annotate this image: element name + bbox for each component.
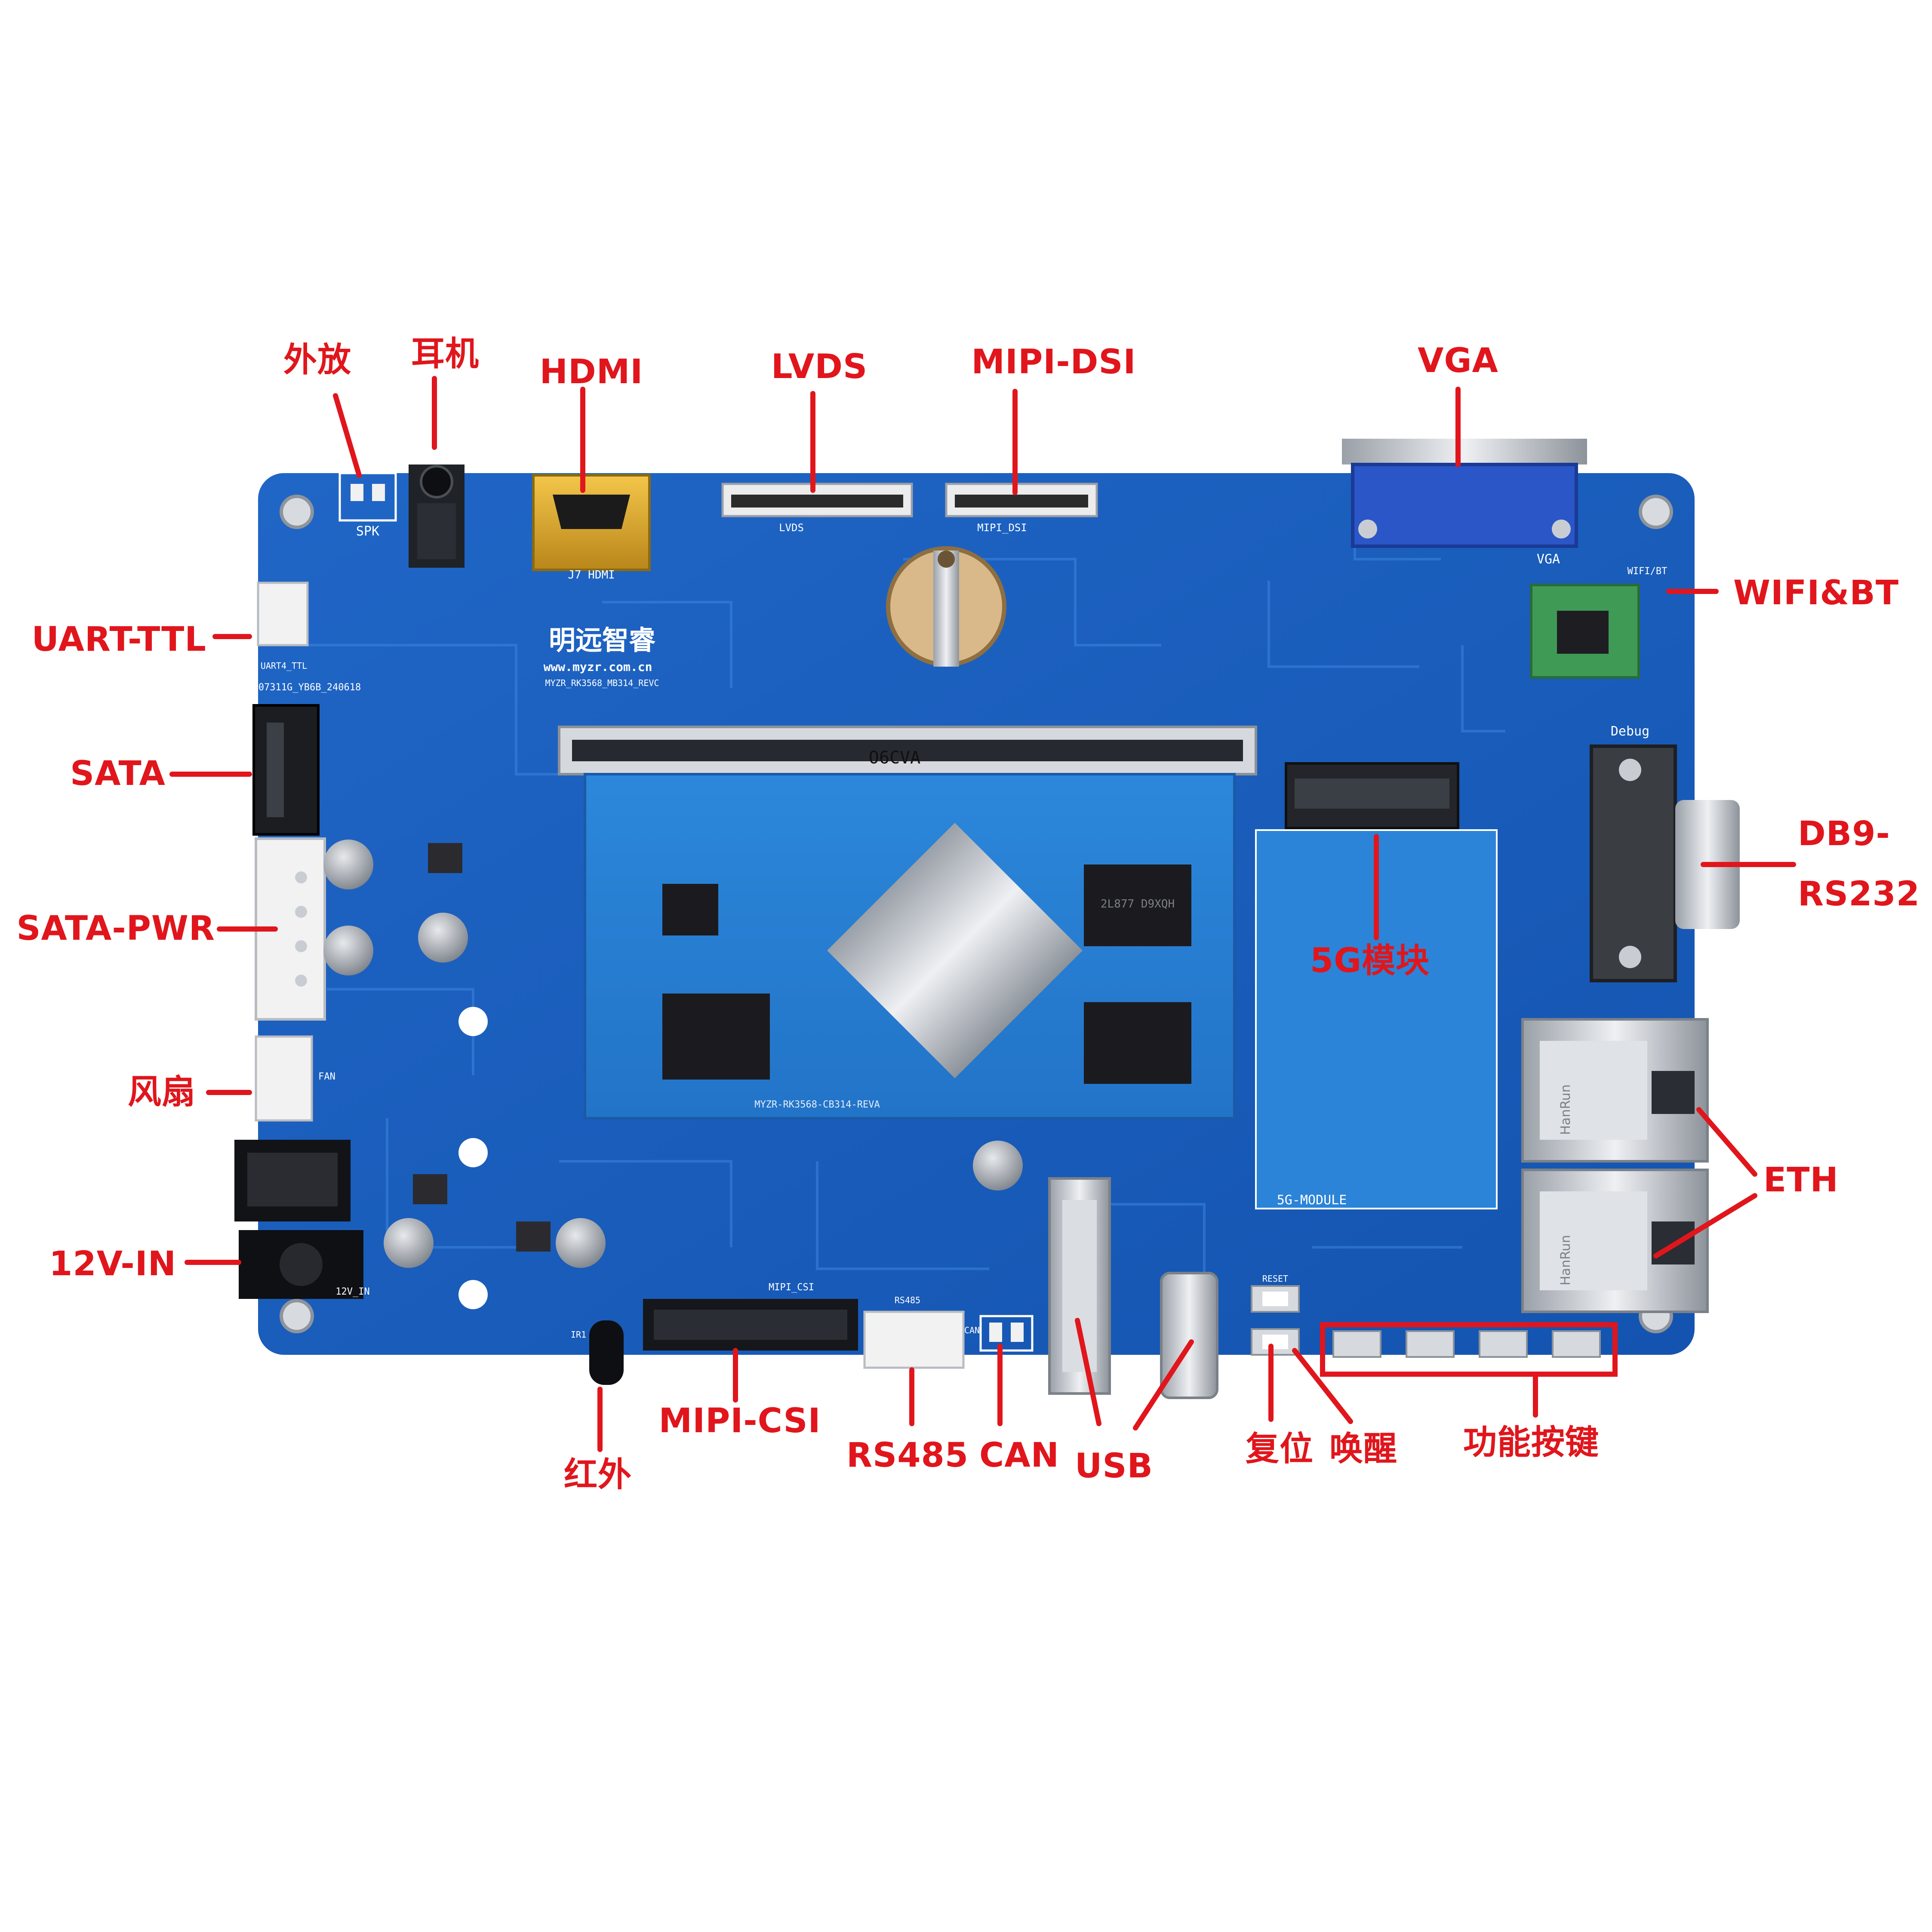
function-button-1[interactable] bbox=[1332, 1330, 1381, 1358]
board-logo: 明远智睿 www.myzr.com.cn MYZR_RK3568_MB314_R… bbox=[544, 625, 659, 688]
silk-date: 07311G_YB6B_240618 bbox=[258, 682, 361, 693]
5g-module-area: 5G-MODULE bbox=[1255, 762, 1498, 1209]
wifi-bt-module: WIFI/BT bbox=[1530, 566, 1667, 679]
callout-function-keys: 功能按键 bbox=[1463, 1423, 1600, 1462]
vga-connector: VGA bbox=[1342, 439, 1587, 567]
som-slot: O6CVA bbox=[558, 726, 1257, 775]
dc-jack: 12V_IN bbox=[239, 1230, 370, 1299]
power-switch bbox=[234, 1140, 351, 1221]
silk-mipi-dsi: MIPI_DSI bbox=[977, 522, 1027, 534]
callout-can: CAN bbox=[979, 1436, 1059, 1475]
sata-connector bbox=[252, 704, 320, 836]
earphone-jack bbox=[409, 465, 465, 568]
silk-reset: RESET bbox=[1262, 1274, 1288, 1284]
callout-mipi-csi: MIPI-CSI bbox=[658, 1402, 821, 1440]
silk-12v-in: 12V_IN bbox=[335, 1286, 369, 1297]
usb-connector-a bbox=[1048, 1177, 1111, 1395]
function-keys-box bbox=[1320, 1322, 1618, 1377]
silk-wifi: WIFI/BT bbox=[1627, 566, 1667, 577]
silk-debug: Debug bbox=[1611, 724, 1649, 739]
silk-board-id: MYZR_RK3568_MB314_REVC bbox=[545, 678, 659, 688]
callout-lvds: LVDS bbox=[771, 348, 868, 386]
silk-ir: IR1 bbox=[571, 1329, 586, 1340]
db9-connector: Debug bbox=[1590, 724, 1740, 982]
coin-cell-holder bbox=[886, 546, 1006, 667]
callout-infrared: 红外 bbox=[563, 1455, 632, 1494]
function-button-2[interactable] bbox=[1406, 1330, 1455, 1358]
silk-hdmi: J7 HDMI bbox=[568, 569, 615, 581]
silk-url: www.myzr.com.cn bbox=[544, 660, 652, 674]
mipi-csi-header: MIPI_CSI bbox=[643, 1282, 858, 1351]
callout-5g-module: 5G模块 bbox=[1310, 941, 1430, 980]
uart-ttl-header: UART4_TTL 07311G_YB6B_240618 bbox=[257, 581, 361, 693]
callout-db9-line2: RS232 bbox=[1798, 875, 1920, 914]
callout-sata-pwr: SATA-PWR bbox=[16, 909, 215, 948]
reset-button[interactable]: RESET bbox=[1251, 1274, 1300, 1313]
som-module: 2L877 D9XQH MYZR-RK3568-CB314-REVA bbox=[584, 773, 1236, 1120]
wake-button[interactable] bbox=[1251, 1328, 1300, 1356]
silk-spk: SPK bbox=[356, 524, 379, 539]
speaker-connector: SPK bbox=[338, 472, 397, 539]
callout-mipi-dsi: MIPI-DSI bbox=[971, 343, 1136, 381]
callout-12v-in: 12V-IN bbox=[49, 1245, 176, 1283]
function-button-3[interactable] bbox=[1479, 1330, 1528, 1358]
lvds-connector: LVDS bbox=[721, 483, 913, 534]
fan-connector: FAN bbox=[255, 1035, 335, 1122]
ir-receiver: IR1 bbox=[571, 1320, 624, 1385]
silk-vga: VGA bbox=[1537, 552, 1560, 567]
mipi-dsi-connector: MIPI_DSI bbox=[945, 483, 1098, 534]
electrolytic-capacitors bbox=[323, 840, 1023, 1268]
callout-fan: 风扇 bbox=[127, 1073, 196, 1111]
callout-vga: VGA bbox=[1418, 341, 1498, 380]
callout-uart-ttl: UART-TTL bbox=[31, 620, 206, 659]
callout-eth: ETH bbox=[1763, 1161, 1839, 1200]
ethernet-jack-1: HanRun bbox=[1521, 1018, 1709, 1163]
callout-earphone: 耳机 bbox=[411, 335, 480, 373]
callout-lines bbox=[169, 376, 1796, 1452]
silk-fan: FAN bbox=[318, 1071, 335, 1082]
callout-sata: SATA bbox=[70, 754, 166, 793]
silk-eth-brand-1: HanRun bbox=[1558, 1084, 1573, 1135]
silk-lvds: LVDS bbox=[779, 522, 804, 534]
silk-mipi-csi: MIPI_CSI bbox=[769, 1282, 814, 1293]
silk-5g-module: 5G-MODULE bbox=[1277, 1193, 1347, 1208]
callout-speaker: 外放 bbox=[283, 341, 352, 379]
silk-eth-brand-2: HanRun bbox=[1558, 1235, 1573, 1285]
silk-uart4: UART4_TTL bbox=[261, 661, 307, 671]
function-button-4[interactable] bbox=[1552, 1330, 1601, 1358]
inductors bbox=[413, 843, 551, 1252]
function-buttons bbox=[1332, 1330, 1601, 1358]
silk-can: CAN bbox=[964, 1325, 980, 1335]
silk-logo: 明远智睿 bbox=[549, 625, 656, 656]
callout-wifi-bt: WIFI&BT bbox=[1733, 574, 1899, 612]
silk-som-id: MYZR-RK3568-CB314-REVA bbox=[754, 1099, 880, 1110]
callout-rs485: RS485 bbox=[846, 1436, 969, 1475]
mounting-holes bbox=[280, 495, 1673, 1333]
callout-hdmi: HDMI bbox=[539, 353, 643, 391]
silk-dram: 2L877 D9XQH bbox=[1101, 898, 1175, 911]
callout-reset: 复位 bbox=[1245, 1430, 1314, 1468]
silk-rs485: RS485 bbox=[895, 1295, 920, 1305]
callout-usb: USB bbox=[1075, 1447, 1153, 1486]
hdmi-connector: J7 HDMI bbox=[532, 474, 651, 581]
callout-wake: 唤醒 bbox=[1329, 1430, 1398, 1468]
silk-slot-marking: O6CVA bbox=[869, 748, 920, 768]
callout-db9-line1: DB9- bbox=[1798, 815, 1890, 853]
rs485-connector: RS485 bbox=[863, 1295, 965, 1369]
can-connector: CAN bbox=[964, 1315, 1034, 1352]
